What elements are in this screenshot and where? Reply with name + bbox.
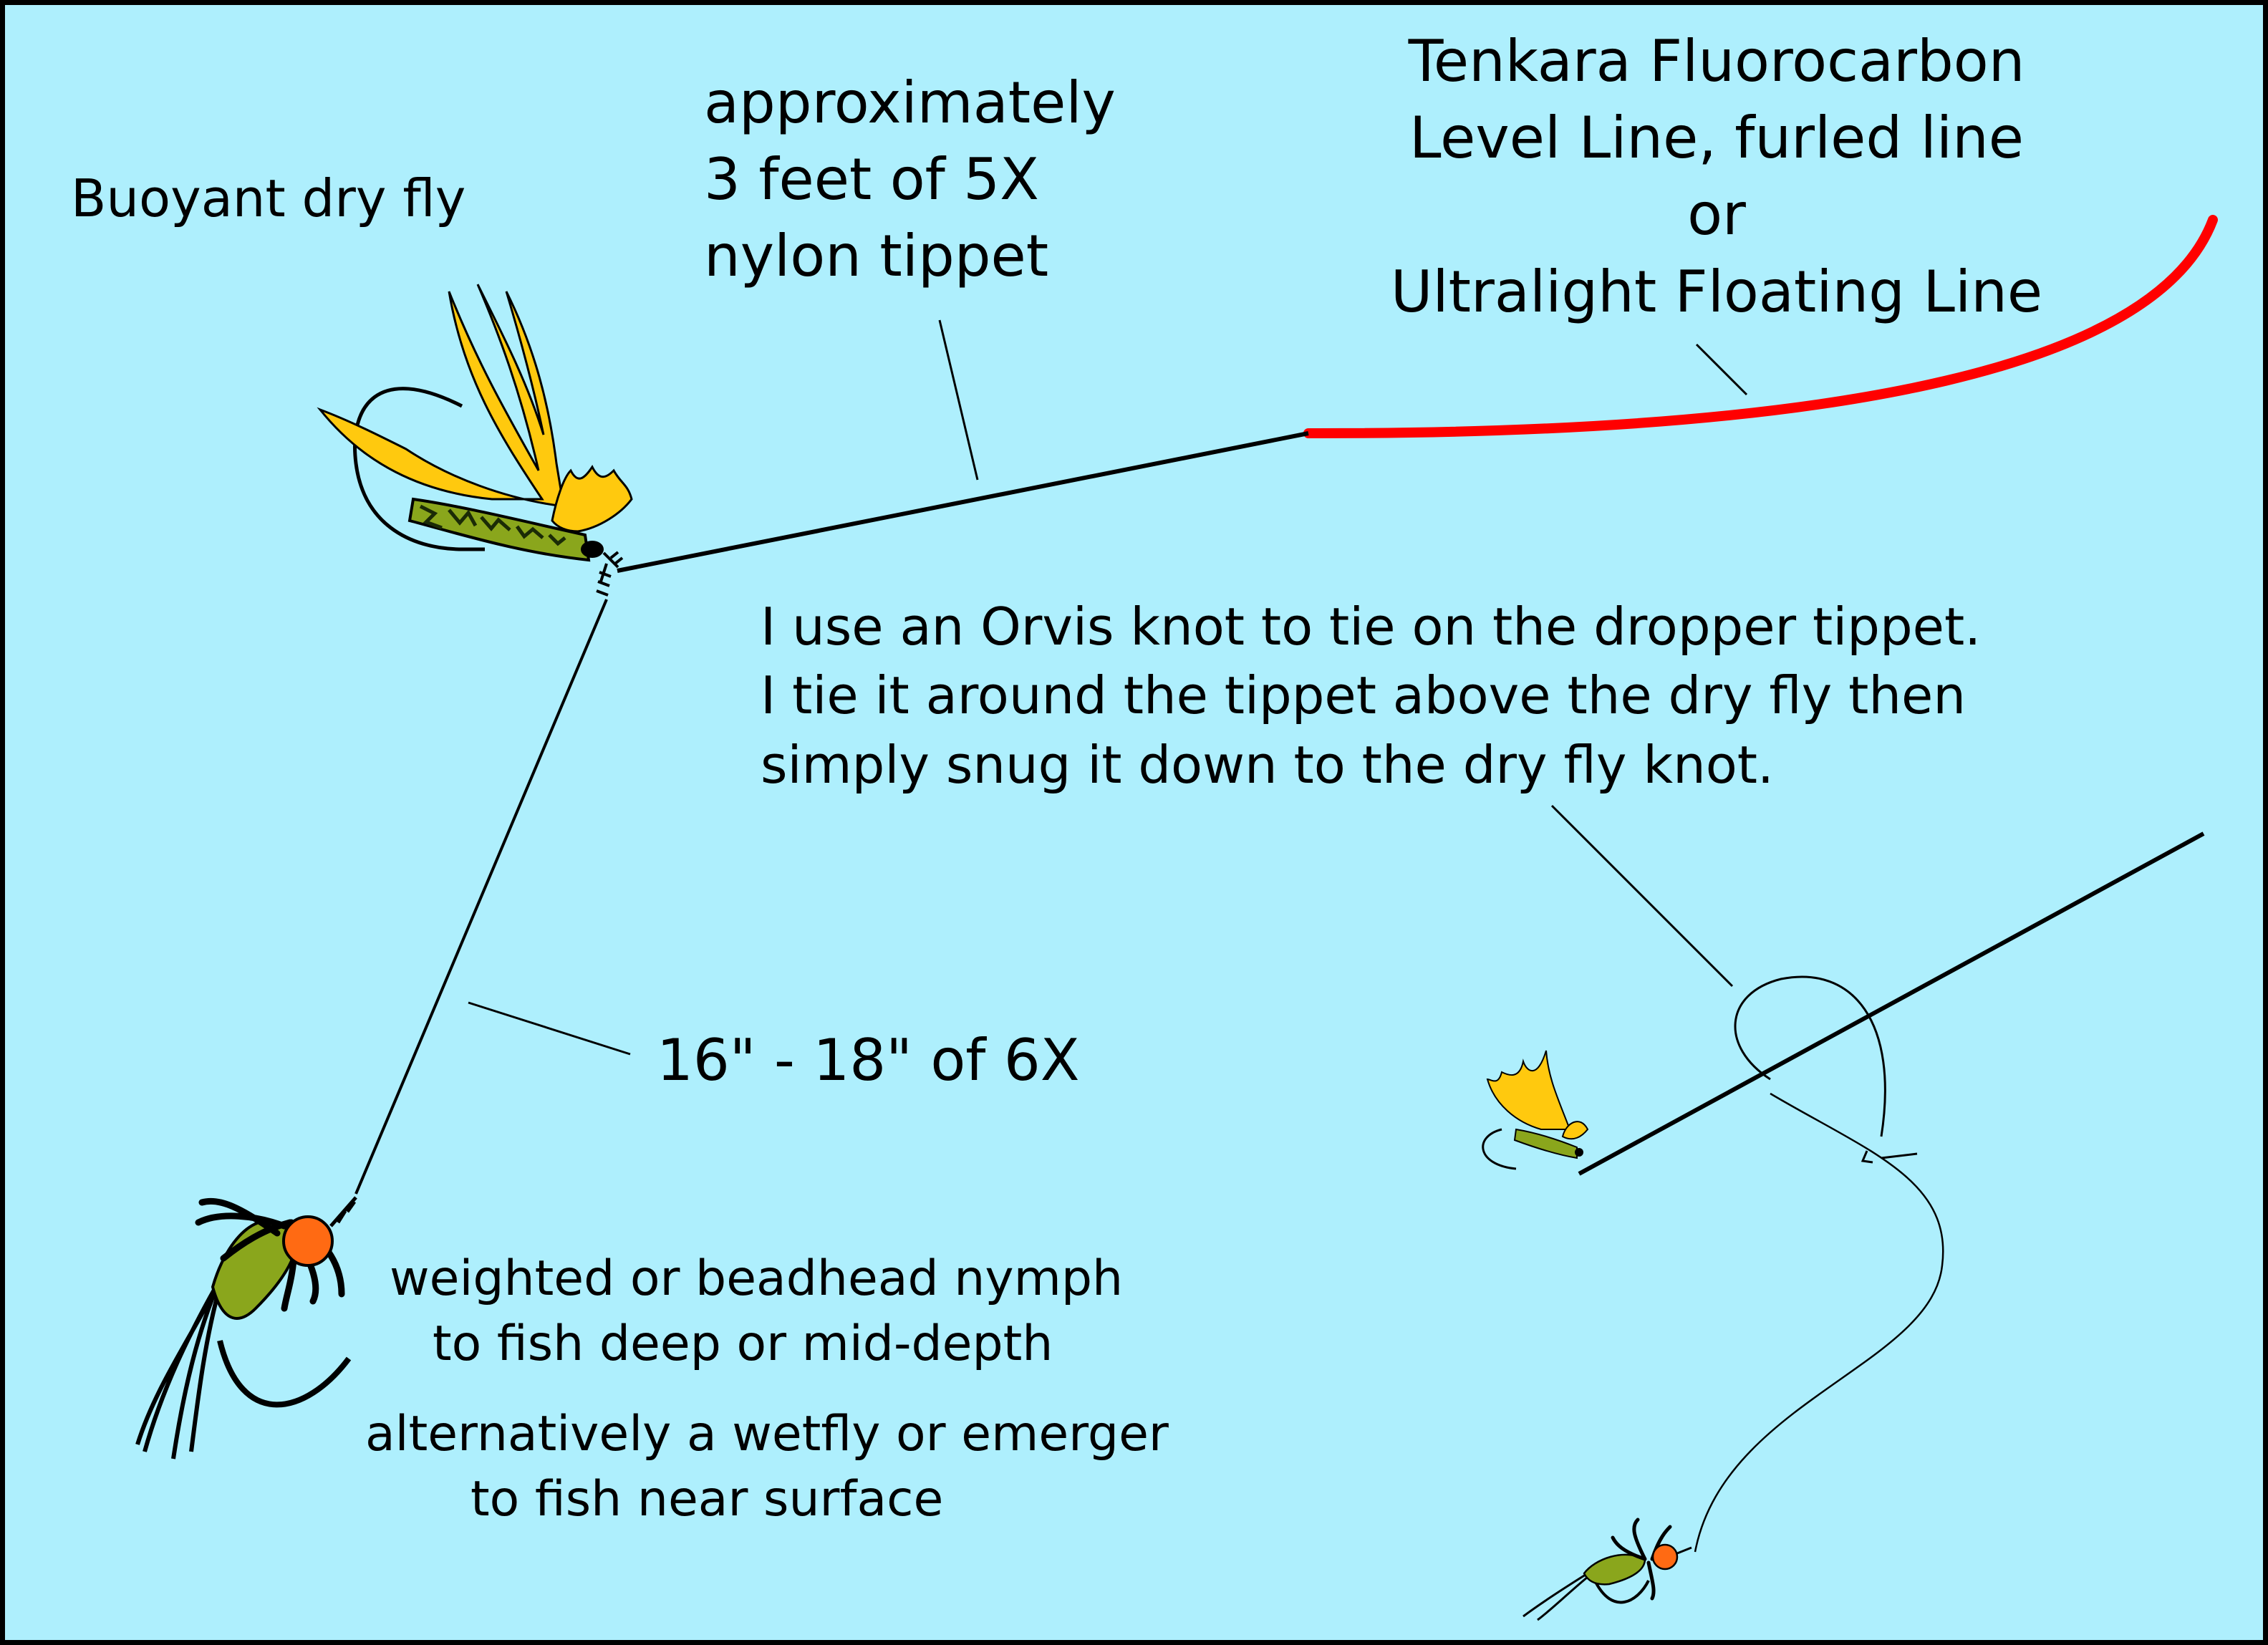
knot-note-line-3: simply snug it down to the dry fly knot.	[761, 734, 1774, 795]
nymph-icon	[135, 1196, 357, 1460]
inset-tippet	[1578, 831, 2205, 1176]
fly-line-label-line-1: Tenkara Fluorocarbon	[1408, 28, 2025, 95]
nymph-label-line-1: weighted or beadhead nymph	[390, 1250, 1124, 1307]
tippet-label: approximately 3 feet of 5X nylon tippet	[704, 64, 1116, 295]
knot-note-line-2: I tie it around the tippet above the dry…	[761, 665, 1966, 726]
tippet-label-line-1: approximately	[704, 69, 1116, 136]
knot-note: I use an Orvis knot to tie on the droppe…	[761, 592, 1981, 799]
inset-nymph-icon	[1523, 1518, 1692, 1621]
inset-dry-fly-icon	[1482, 1050, 1589, 1170]
dropper-tippet	[354, 599, 608, 1195]
orvis-knot-loop	[1734, 975, 1886, 1137]
alternative-label-line-2: to fish near surface	[471, 1471, 944, 1528]
tippet-label-line-2: 3 feet of 5X	[704, 146, 1039, 213]
dry-fly-label-text: Buoyant dry fly	[71, 168, 466, 228]
dropper-leader-line	[468, 1001, 631, 1056]
fly-line-label: Tenkara Fluorocarbon Level Line, furled …	[1323, 23, 2110, 330]
rig-illustration	[135, 215, 2218, 1621]
fly-line-label-line-2: Level Line, furled line	[1409, 105, 2024, 172]
dropper-label-text: 16" - 18" of 6X	[657, 1027, 1080, 1094]
nymph-label: weighted or beadhead nymph to fish deep …	[367, 1246, 1226, 1376]
dropper-label: 16" - 18" of 6X	[657, 1022, 1080, 1099]
tippet-leader-line	[938, 319, 979, 481]
nymph-label-line-2: to fish deep or mid-depth	[433, 1316, 1053, 1373]
knot-detail-inset	[1482, 831, 2205, 1621]
alternative-label-line-1: alternatively a wetfly or emerger	[365, 1406, 1169, 1462]
knot-note-line-1: I use an Orvis knot to tie on the droppe…	[761, 597, 1982, 657]
main-tippet	[617, 431, 1309, 573]
alternative-label: alternatively a wetfly or emerger to fis…	[365, 1402, 1169, 1532]
dry-fly-label: Buoyant dry fly	[71, 164, 465, 233]
fly-line-leader-line	[1695, 343, 1748, 396]
fly-line-label-line-4: Ultralight Floating Line	[1390, 258, 2043, 325]
fly-line	[1303, 215, 2218, 439]
tippet-label-line-3: nylon tippet	[704, 223, 1049, 290]
knot-leader-line	[1550, 804, 1734, 988]
inset-dropper-tippet	[1694, 1092, 1944, 1553]
dry-fly-icon	[317, 284, 633, 597]
fly-line-label-line-3: or	[1687, 181, 1746, 249]
